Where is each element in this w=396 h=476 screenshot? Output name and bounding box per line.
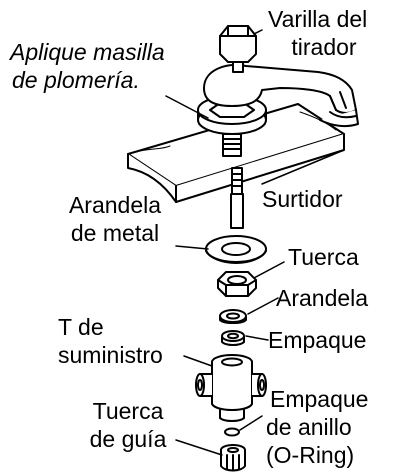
label-oring-line3: (O-Ring) bbox=[266, 442, 355, 468]
label-t-line2: suministro bbox=[58, 342, 163, 368]
label-t-line1: T de bbox=[58, 314, 104, 340]
hex-nut bbox=[217, 271, 257, 297]
spout-body bbox=[203, 64, 359, 128]
threaded-shank bbox=[222, 133, 243, 195]
leader-lines bbox=[165, 29, 345, 456]
label-aplique-line2: de plomería. bbox=[12, 67, 140, 93]
label-tuerca: Tuerca bbox=[288, 244, 359, 270]
label-tuerca-guia-line1: Tuerca bbox=[92, 398, 164, 424]
lower-rod bbox=[230, 193, 244, 229]
label-oring-line2: de anillo bbox=[266, 414, 352, 440]
label-tuerca-guia-line2: de guía bbox=[89, 426, 167, 452]
supply-tee bbox=[195, 354, 267, 422]
label-varilla-line2: tirador bbox=[291, 34, 357, 60]
label-arandela-metal-line1: Arandela bbox=[68, 192, 162, 218]
label-arandela-metal-line2: de metal bbox=[70, 220, 160, 246]
label-oring-line1: Empaque bbox=[270, 386, 369, 412]
label-empaque: Empaque bbox=[268, 327, 367, 353]
label-arandela: Arandela bbox=[276, 285, 369, 311]
o-ring bbox=[224, 427, 240, 437]
label-surtidor: Surtidor bbox=[262, 186, 343, 212]
label-aplique-line1: Aplique masilla bbox=[10, 39, 165, 65]
coupling-nut bbox=[220, 444, 246, 472]
gasket bbox=[221, 330, 245, 346]
lift-rod-knob bbox=[219, 25, 257, 73]
small-washer bbox=[219, 309, 247, 324]
metal-washer bbox=[205, 235, 267, 264]
label-varilla-line1: Varilla del bbox=[268, 6, 368, 32]
